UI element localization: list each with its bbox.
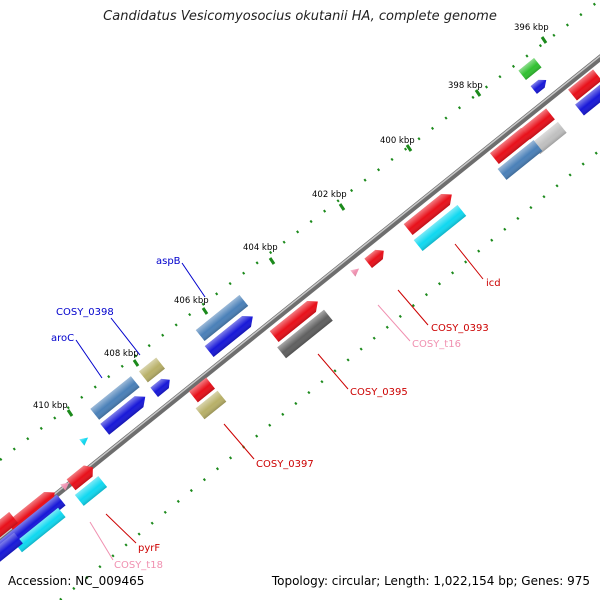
tick-mark [201,307,209,315]
callout-line-cosy-t18 [89,521,114,561]
tick-label: 410 kbp [33,401,68,411]
gene-label-cosy-0393[interactable]: COSY_0393 [431,323,489,334]
callout-line-aroC [75,339,103,379]
feature-red-403[interactable] [364,246,387,268]
major-ticks [66,36,548,417]
gene-labels: aspB COSY_0398 aroC icd COSY_0393 COSY_t… [51,256,501,571]
tick-label: 404 kbp [243,243,278,253]
callout-line-icd [454,243,484,280]
callout-line-cosy-t16 [377,304,411,342]
tick-mark [474,89,482,97]
gene-label-cosy-t16[interactable]: COSY_t16 [412,339,461,350]
gene-label-cosy-t18[interactable]: COSY_t18 [114,560,163,571]
feature-blue-408[interactable] [150,375,173,397]
callout-line-cosy-0393 [397,289,429,326]
tick-label: 396 kbp [514,23,549,33]
gene-label-icd[interactable]: icd [486,278,501,289]
feature-pink-trna-403[interactable] [350,265,361,277]
callout-lines [75,243,484,561]
gene-label-pyrF[interactable]: pyrF [138,543,160,554]
tick-label: 402 kbp [312,190,347,200]
feature-blue-396[interactable] [530,76,550,94]
tick-mark [268,257,276,265]
tick-mark [66,409,74,417]
callout-line-aspB [181,262,206,298]
callout-line-cosy-0395 [317,353,349,390]
tick-mark [540,36,548,44]
feature-cyan-marker-410[interactable] [79,434,90,446]
tick-labels: 396 kbp 398 kbp 400 kbp 402 kbp 404 kbp … [33,23,549,411]
tick-label: 398 kbp [448,81,483,91]
gene-label-aspB[interactable]: aspB [156,256,181,267]
gene-label-cosy-0395[interactable]: COSY_0395 [350,387,408,398]
accession-label: Accession: NC_009465 [8,574,145,588]
tick-mark [132,359,140,367]
gene-label-cosy-0397[interactable]: COSY_0397 [256,459,314,470]
callout-line-cosy-0397 [223,423,255,460]
tick-label: 406 kbp [174,296,209,306]
callout-line-cosy-0398 [110,317,141,356]
gene-label-cosy-0398[interactable]: COSY_0398 [56,307,114,318]
gene-label-aroC[interactable]: aroC [51,333,74,344]
tick-label: 408 kbp [104,349,139,359]
tick-mark [338,203,346,211]
callout-line-pyrF [105,513,137,544]
map-title: Candidatus Vesicomyosocius okutanii HA, … [103,9,497,24]
feature-green-396[interactable] [518,58,542,80]
tick-mark [405,144,413,152]
outer-tick-track [0,0,600,461]
genome-summary: Topology: circular; Length: 1,022,154 bp… [271,574,590,588]
tick-label: 400 kbp [380,136,415,146]
inner-tick-track [59,149,600,600]
feature-khaki-408[interactable] [139,357,165,383]
